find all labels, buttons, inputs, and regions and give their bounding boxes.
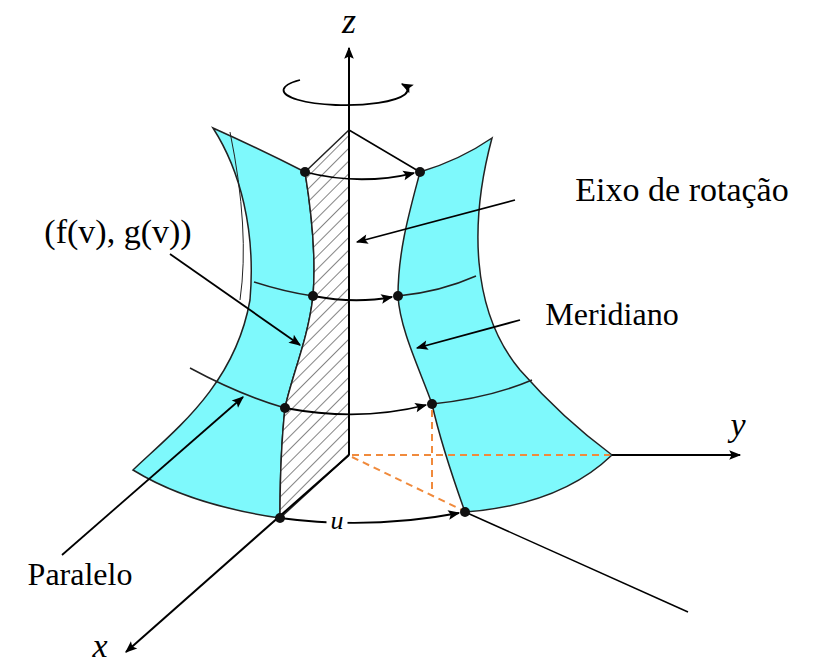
- axis-label: y: [730, 406, 745, 443]
- parallel-curves: [190, 132, 532, 408]
- curve-label: (f(v), g(v)): [44, 213, 191, 250]
- leader-arrows: [62, 200, 520, 555]
- axis-label: z: [342, 2, 356, 42]
- parameter-label: u: [327, 507, 348, 536]
- axes: [126, 48, 740, 652]
- callout-label: Eixo de rotação: [575, 171, 788, 208]
- callout-label: Meridiano: [545, 297, 678, 332]
- rotation-arrow: [284, 80, 408, 105]
- callout-label: Paralelo: [28, 557, 133, 592]
- hatched-plane: [280, 130, 349, 518]
- dashed-guides: [352, 410, 610, 510]
- axis-label: x: [92, 627, 107, 664]
- parallel-arrows: [280, 172, 459, 523]
